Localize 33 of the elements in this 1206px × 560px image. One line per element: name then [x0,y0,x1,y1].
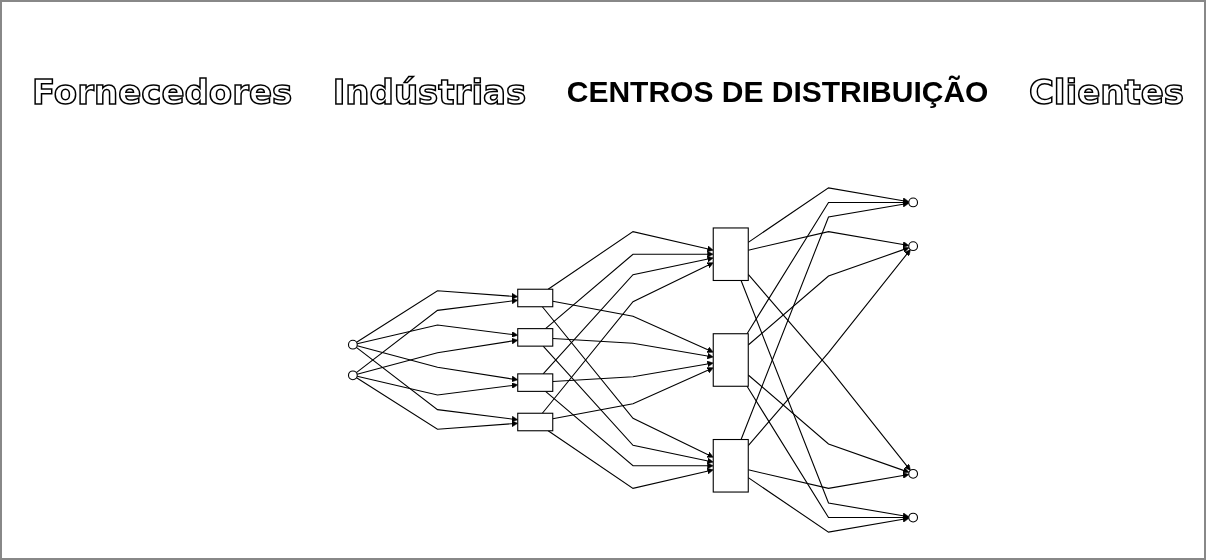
arrow [740,279,910,519]
arrow [542,345,714,465]
column-heading: Fornecedores [32,72,293,112]
arrow [746,385,910,521]
arrow [541,306,714,458]
arrow [541,262,714,414]
arrow [552,300,714,353]
node-circle [908,197,919,208]
node-circle [908,512,919,523]
node-bar [712,333,749,387]
arrow [552,360,714,383]
arrow [746,199,910,335]
node-box [517,288,554,308]
node-bar [712,438,749,493]
arrow [552,367,714,420]
column-heading: CENTROS DE DISTRIBUIÇÃO [566,75,989,109]
node-box [517,328,554,347]
arrow [547,430,714,489]
column-heading: Clientes [1028,72,1184,112]
node-box [517,412,554,432]
node-circle [347,370,358,381]
node-bar [712,227,749,282]
arrow [545,390,714,469]
node-box [517,373,554,392]
node-circle [347,339,358,350]
node-circle [908,241,919,252]
arrow [740,201,910,441]
arrow [552,337,714,360]
arrow [542,255,714,375]
column-heading: Indústrias [332,72,527,112]
arrow [547,231,714,290]
node-circle [908,468,919,479]
arrow [545,251,714,330]
